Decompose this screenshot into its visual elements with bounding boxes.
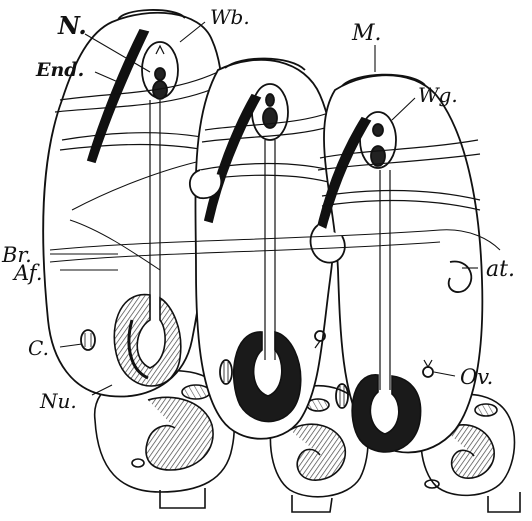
- label-Af: Af.: [12, 261, 43, 285]
- label-Wg: Wg.: [418, 83, 458, 107]
- label-Nu: Nu.: [39, 389, 77, 413]
- label-End: End.: [35, 59, 84, 81]
- label-C: C.: [28, 336, 49, 360]
- label-Wb: Wb.: [210, 5, 250, 29]
- label-M: M.: [351, 21, 382, 46]
- label-N: N.: [57, 11, 87, 40]
- label-at: at.: [486, 257, 515, 282]
- zooid-right: [311, 75, 483, 453]
- label-Ov: Ov.: [460, 365, 493, 389]
